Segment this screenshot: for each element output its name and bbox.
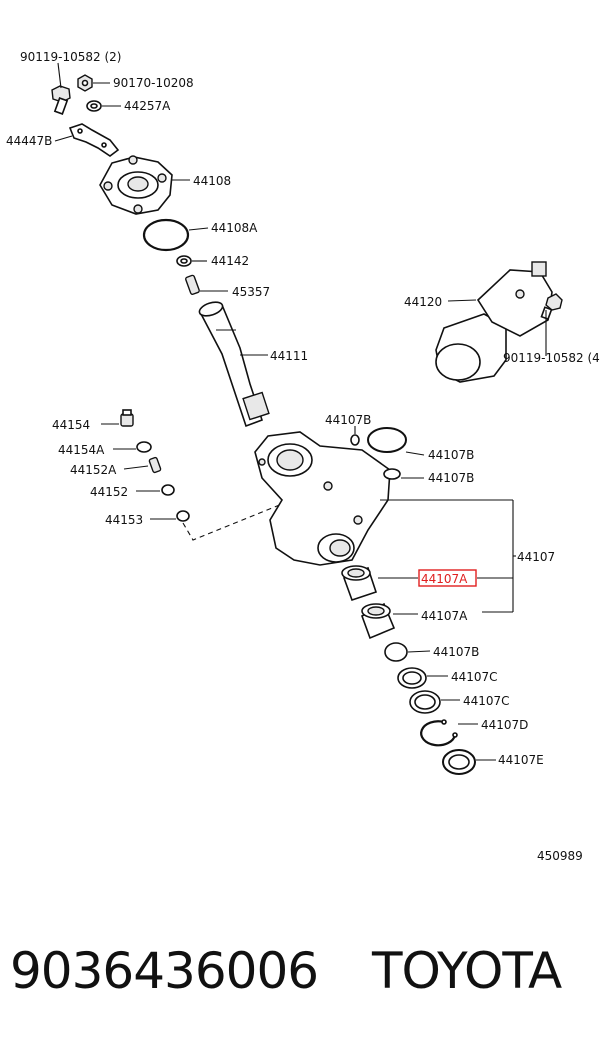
o-ring-44154A[interactable] <box>136 441 152 453</box>
valve-assembly-44120[interactable] <box>435 261 553 383</box>
bearing-44107A-upper[interactable] <box>341 565 378 602</box>
label-44107A-highlighted[interactable]: 44107A <box>421 572 468 586</box>
seal-44107C-lower[interactable] <box>409 690 441 714</box>
label-44107B-d: 44107B <box>433 645 479 659</box>
label-90119-10582-right: 90119-10582 (4) <box>503 351 600 365</box>
label-44142: 44142 <box>211 254 249 268</box>
label-44152: 44152 <box>90 485 128 499</box>
seal-44142[interactable] <box>176 255 192 267</box>
cap-44153[interactable] <box>176 510 190 522</box>
snap-ring-44107D[interactable] <box>420 719 458 747</box>
label-44107D: 44107D <box>481 718 528 732</box>
label-44107: 44107 <box>517 550 555 564</box>
washer-44257A[interactable] <box>86 100 102 112</box>
footer: 9036436006 TOYOTA <box>0 930 600 1040</box>
label-44108: 44108 <box>193 174 231 188</box>
bolt-90119-top[interactable] <box>51 85 71 115</box>
seal-44107C-upper[interactable] <box>397 667 427 689</box>
label-44107B-c: 44107B <box>428 471 474 485</box>
label-44107E: 44107E <box>498 753 544 767</box>
label-44152A: 44152A <box>70 463 117 477</box>
screw-45357[interactable] <box>185 274 200 295</box>
label-45357: 45357 <box>232 285 270 299</box>
plug-44154[interactable] <box>120 409 134 427</box>
o-ring-44107B-large[interactable] <box>367 427 407 453</box>
label-44120: 44120 <box>404 295 442 309</box>
screw-44152A[interactable] <box>148 456 162 474</box>
diagram-reference-number: 450989 <box>537 849 583 863</box>
label-44107C-a: 44107C <box>451 670 498 684</box>
label-44154: 44154 <box>52 418 90 432</box>
upper-cover-44108[interactable] <box>99 155 173 215</box>
label-44257A: 44257A <box>124 99 171 113</box>
bracket-44447B[interactable] <box>68 123 120 157</box>
o-ring-44108A[interactable] <box>142 218 190 252</box>
label-44153: 44153 <box>105 513 143 527</box>
label-90119-10582-top: 90119-10582 (2) <box>20 50 122 64</box>
label-44108A: 44108A <box>211 221 258 235</box>
o-ring-44107B-lower[interactable] <box>384 642 408 662</box>
label-44107B-a: 44107B <box>325 413 371 427</box>
shaft-44111[interactable] <box>198 300 270 428</box>
label-44447B: 44447B <box>6 134 52 148</box>
dust-seal-44107E[interactable] <box>442 749 476 775</box>
part-number: 9036436006 <box>10 942 319 1000</box>
brand-name: TOYOTA <box>372 942 562 1000</box>
nut-90170[interactable] <box>77 74 93 92</box>
o-ring-44107B-mid[interactable] <box>383 468 401 480</box>
highlight-box <box>418 569 477 587</box>
seal-44107B-small[interactable] <box>350 434 360 446</box>
label-44154A: 44154A <box>58 443 105 457</box>
label-44107B-b: 44107B <box>428 448 474 462</box>
label-44107A: 44107A <box>421 609 468 623</box>
label-90170-10208: 90170-10208 <box>113 76 194 90</box>
nut-44152[interactable] <box>161 484 175 496</box>
bearing-44107A-lower[interactable] <box>361 602 396 640</box>
gear-housing-44107[interactable] <box>254 431 391 566</box>
label-44111: 44111 <box>270 349 308 363</box>
label-44107C-b: 44107C <box>463 694 510 708</box>
exploded-parts-diagram: 90119-10582 (2) 90170-10208 44257A 44447… <box>6 50 600 863</box>
